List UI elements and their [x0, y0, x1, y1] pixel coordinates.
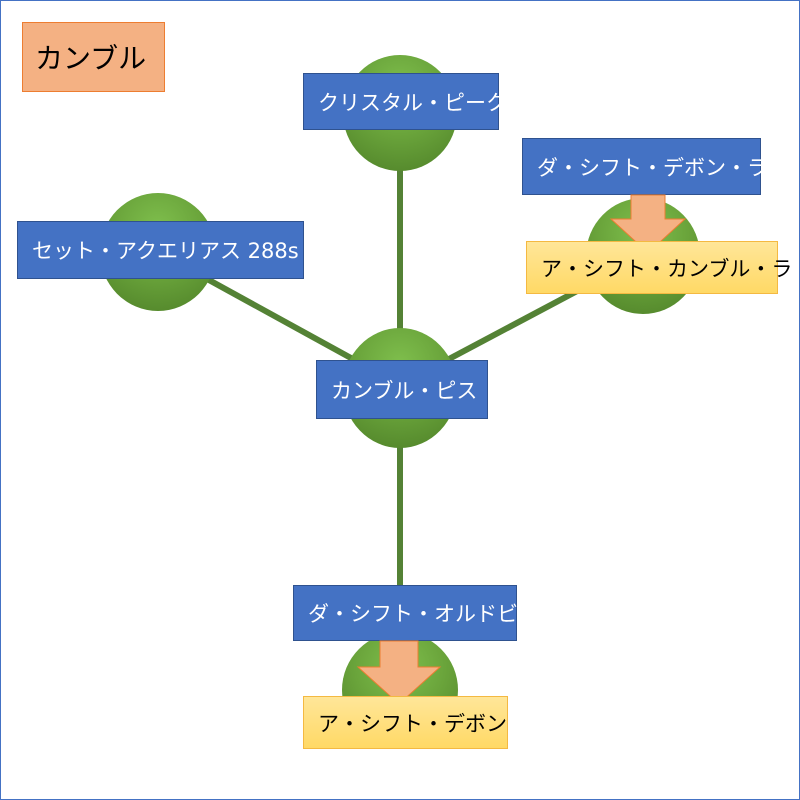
result-label-bottom: ア・シフト・デボン [303, 696, 508, 749]
arrow-down-icon-right [609, 194, 687, 254]
node-label-left: セット・アクエリアス 288s [17, 221, 304, 279]
node-label-top: クリスタル・ピーク [303, 73, 507, 130]
node-label-center: カンブル・ピス [316, 360, 488, 419]
node-label-bottom: ダ・シフト・オルドビ [293, 585, 518, 641]
diagram-title: カンブル [22, 22, 165, 92]
node-label-right: ダ・シフト・デボン・ラ [522, 138, 768, 195]
arrow-down-icon-bottom [356, 640, 442, 705]
result-label-right: ア・シフト・カンブル・ラ [526, 241, 792, 294]
